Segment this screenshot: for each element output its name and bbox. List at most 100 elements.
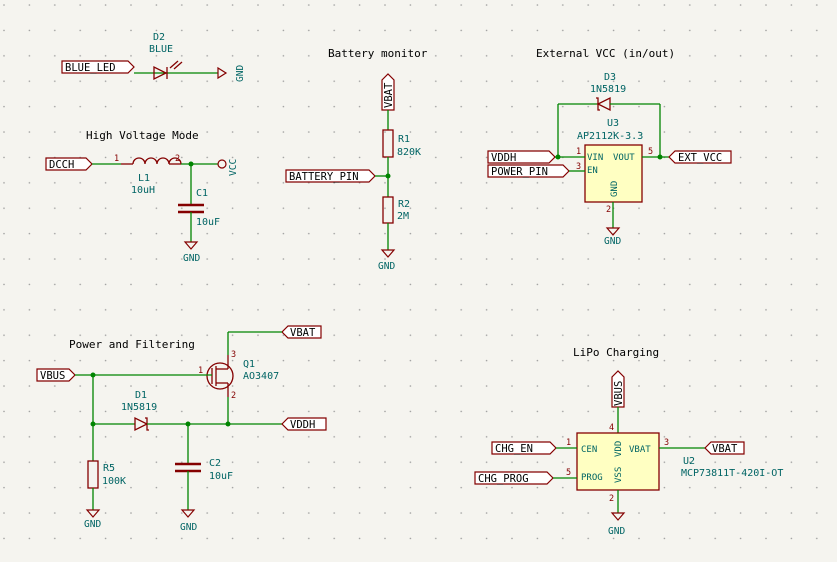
svg-text:3: 3 (664, 438, 669, 448)
svg-text:GND: GND (610, 181, 620, 197)
svg-text:4: 4 (609, 423, 614, 433)
battery-monitor-block: VBAT R1 820K BATTERY_PIN R2 2M GND (285, 73, 421, 272)
net-label-vddh[interactable] (281, 417, 327, 431)
svg-text:3: 3 (576, 162, 581, 172)
svg-text:CEN: CEN (581, 445, 597, 455)
title-lipo-charging: LiPo Charging (573, 346, 659, 359)
svg-text:VDDH: VDDH (491, 152, 516, 164)
title-external-vcc: External VCC (in/out) (536, 47, 675, 60)
value-c2: 10uF (209, 471, 233, 482)
svg-text:1: 1 (576, 147, 581, 157)
vcc-symbol (217, 159, 227, 169)
ref-r1: R1 (398, 134, 410, 145)
svg-text:GND: GND (604, 236, 621, 247)
net-label-blue-led[interactable] (61, 60, 135, 74)
svg-text:POWER_PIN: POWER_PIN (491, 166, 548, 178)
svg-text:2: 2 (231, 391, 236, 401)
svg-text:2: 2 (609, 494, 614, 504)
title-power-filtering: Power and Filtering (69, 338, 195, 351)
value-u2: MCP73811T-420I-OT (681, 468, 783, 479)
net-text-blue-led: BLUE_LED (65, 62, 116, 74)
value-u3: AP2112K-3.3 (577, 131, 643, 142)
svg-text:VOUT: VOUT (613, 153, 635, 163)
net-text-dcch: DCCH (49, 159, 74, 171)
mosfet-q1-symbol[interactable] (206, 362, 234, 390)
value-d2: BLUE (149, 44, 173, 55)
lipo-charging-block: VBUS 4 CEN PROG VBAT VDD VSS CHG_EN 1 CH… (474, 370, 783, 537)
power-filtering-block: VBAT 3 2 1 Q1 AO3407 VBUS D1 1N5819 VDDH (36, 325, 327, 533)
svg-text:GND: GND (378, 261, 395, 272)
svg-text:VBAT: VBAT (712, 443, 738, 455)
svg-text:1: 1 (198, 366, 203, 376)
svg-text:1: 1 (566, 438, 571, 448)
external-vcc-block: D3 1N5819 U3 AP2112K-3.3 VIN EN VOUT GND… (487, 72, 732, 247)
svg-text:VBAT: VBAT (290, 327, 316, 339)
net-label-vbus-q1[interactable] (36, 368, 76, 382)
svg-text:GND: GND (183, 253, 200, 264)
svg-text:GND: GND (84, 519, 101, 530)
svg-text:VSS: VSS (614, 467, 624, 483)
svg-text:VBUS: VBUS (40, 370, 65, 382)
svg-text:EN: EN (587, 166, 598, 176)
net-label-vbat-top[interactable] (381, 73, 395, 111)
ref-q1: Q1 (243, 359, 255, 370)
svg-text:VBAT: VBAT (383, 82, 395, 108)
high-voltage-block: DCCH 1 2 VCC L1 10uH GND C1 10uF (45, 154, 239, 264)
net-label-ext-vcc[interactable] (668, 150, 732, 164)
svg-text:VDD: VDD (614, 441, 624, 457)
ref-l1: L1 (138, 173, 150, 184)
title-battery-monitor: Battery monitor (328, 47, 428, 60)
value-r1: 820K (397, 147, 421, 158)
ref-r2: R2 (398, 199, 410, 210)
value-c1: 10uF (196, 217, 220, 228)
svg-text:VBUS: VBUS (613, 381, 625, 406)
svg-text:CHG_PROG: CHG_PROG (478, 473, 529, 485)
ref-d1: D1 (135, 390, 147, 401)
gnd-symbol-led (217, 66, 228, 80)
svg-text:VIN: VIN (587, 153, 603, 163)
regulator-u3-body[interactable] (584, 144, 643, 203)
svg-text:VDDH: VDDH (290, 419, 315, 431)
title-high-voltage: High Voltage Mode (86, 129, 199, 142)
ref-d2: D2 (153, 32, 165, 43)
svg-text:GND: GND (180, 522, 197, 533)
value-r2: 2M (397, 211, 409, 222)
net-label-chg-en[interactable] (491, 441, 557, 455)
svg-text:BATTERY_PIN: BATTERY_PIN (289, 171, 359, 183)
net-label-power-pin[interactable] (487, 164, 570, 178)
net-label-vbat-u2[interactable] (704, 441, 745, 455)
net-label-vbat-q1[interactable] (281, 325, 322, 339)
ref-u3: U3 (607, 118, 619, 129)
blue-led-block: BLUE_LED GND D2 BLUE (61, 32, 246, 82)
svg-text:3: 3 (231, 350, 236, 360)
vcc-text: VCC (228, 159, 239, 176)
svg-text:5: 5 (566, 468, 571, 478)
inductor-l1-symbol[interactable] (132, 157, 182, 165)
net-label-chg-prog[interactable] (474, 471, 554, 485)
ref-c2: C2 (209, 458, 221, 469)
net-label-dcch[interactable] (45, 157, 93, 171)
value-l1: 10uH (131, 185, 155, 196)
svg-text:GND: GND (608, 526, 625, 537)
ref-d3: D3 (604, 72, 616, 83)
net-label-vddh-u3[interactable] (487, 150, 556, 164)
value-d3: 1N5819 (590, 84, 626, 95)
net-label-battery-pin[interactable] (285, 169, 376, 183)
ref-r5: R5 (103, 463, 115, 474)
svg-text:1: 1 (114, 154, 119, 164)
value-r5: 100K (102, 476, 126, 487)
svg-text:2: 2 (175, 154, 180, 164)
value-q1: AO3407 (243, 371, 279, 382)
svg-text:2: 2 (606, 205, 611, 215)
led-d2-symbol[interactable] (153, 65, 168, 81)
diode-d1-symbol[interactable] (134, 416, 149, 432)
net-label-vbus-u2[interactable] (611, 370, 625, 408)
value-d1: 1N5819 (121, 402, 157, 413)
svg-text:EXT_VCC: EXT_VCC (678, 152, 722, 164)
ref-u2: U2 (683, 456, 695, 467)
svg-text:CHG_EN: CHG_EN (495, 443, 533, 455)
svg-text:VBAT: VBAT (629, 445, 651, 455)
gnd-text-led: GND (235, 65, 246, 82)
ref-c1: C1 (196, 188, 208, 199)
